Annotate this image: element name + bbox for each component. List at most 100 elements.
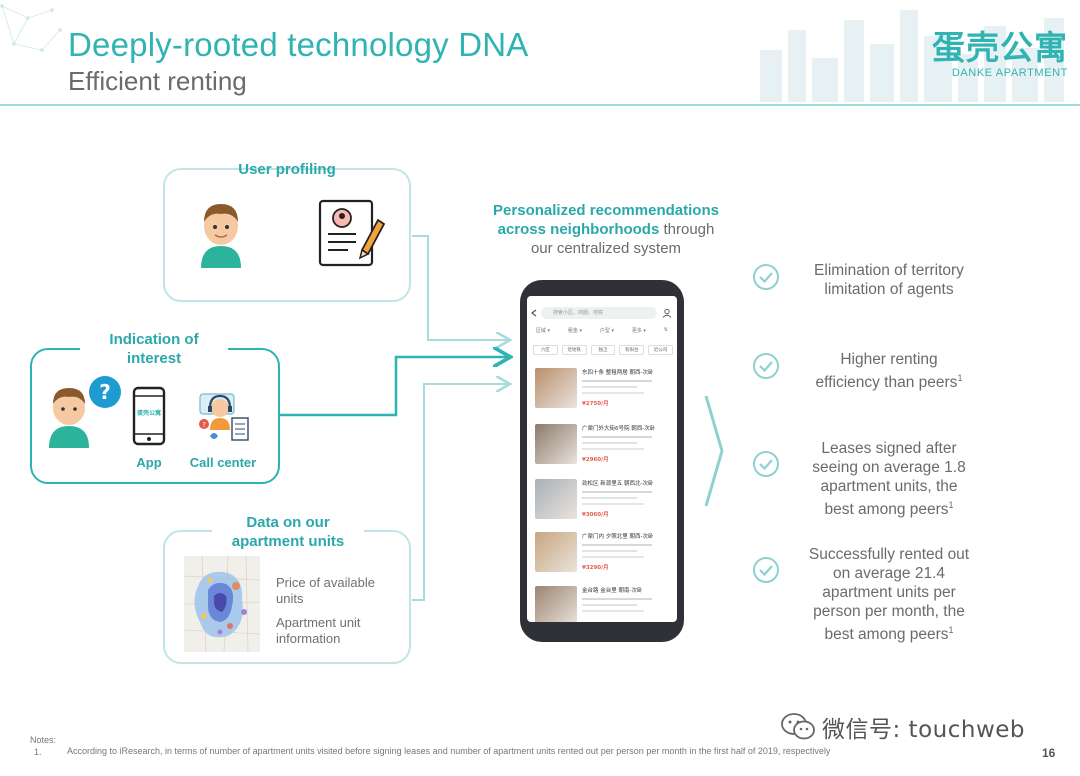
- listing-meta: [582, 434, 674, 452]
- danke-logo: 蛋壳公寓 DANKE APARTMENT: [918, 28, 1068, 80]
- benefit-line: Successfully rented out: [808, 546, 970, 563]
- interest-title-line2: interest: [126, 350, 182, 367]
- listing-search-input[interactable]: 搜索小区、商圈、地铁: [541, 307, 657, 319]
- tag-chip[interactable]: 近公司: [648, 345, 673, 355]
- filter-rent[interactable]: 租金 ▾: [567, 328, 582, 334]
- back-arrow-icon[interactable]: [530, 309, 538, 317]
- page-number: 16: [1042, 746, 1056, 760]
- listing-price: ¥3290/月: [582, 565, 609, 571]
- user-avatar-icon: [201, 204, 241, 268]
- unit-info-line2: information: [276, 631, 341, 646]
- call-center-label: Call center: [189, 455, 257, 470]
- tag-chip[interactable]: 有阳台: [619, 345, 645, 355]
- listing-meta: [582, 596, 674, 614]
- benefit-line: Elimination of territory: [814, 262, 964, 279]
- footnote-marker: 1: [957, 373, 963, 383]
- listing-title: 东四十条 整租两居 朝西-次卧: [582, 370, 654, 376]
- logo-chinese: 蛋壳公寓: [932, 28, 1068, 67]
- svg-text:?: ?: [99, 380, 111, 404]
- benefit-leases: Leases signed after seeing on average 1.…: [790, 439, 988, 519]
- notes-number: 1.: [34, 747, 42, 757]
- benefit-territory: Elimination of territory limitation of a…: [790, 261, 988, 299]
- filter-area[interactable]: 区域 ▾: [535, 328, 551, 334]
- slide-title: Deeply-rooted technology DNA: [68, 26, 529, 63]
- benefit-rented-out: Successfully rented out on average 21.4 …: [790, 545, 988, 644]
- listing-price: ¥2750/月: [582, 401, 609, 407]
- check-circle-icon: [753, 353, 779, 379]
- footnote-marker: 1: [948, 500, 954, 510]
- reco-line2-rest: through: [659, 221, 715, 238]
- listing-photo: [535, 368, 577, 408]
- header-divider: [0, 104, 1080, 106]
- profile-document-icon: [318, 199, 386, 267]
- reco-line1: Personalized recommendations: [493, 202, 719, 219]
- units-data-title: Data on our apartment units: [212, 513, 364, 551]
- smartphone-icon: [132, 386, 166, 446]
- filter-more[interactable]: 更多 ▾: [631, 328, 646, 334]
- listing-title: 广渠门外大街6号院 朝西-次卧: [582, 426, 656, 432]
- network-decoration: [0, 4, 62, 52]
- listing-price: ¥2960/月: [582, 457, 609, 463]
- reco-line3: our centralized system: [530, 240, 682, 257]
- tag-chip[interactable]: 六区: [533, 345, 558, 355]
- listing-photo: [535, 424, 577, 464]
- logo-english: DANKE APARTMENT: [951, 67, 1068, 79]
- listing-photo: [535, 479, 577, 519]
- wechat-watermark: 微信号: touchweb: [780, 710, 1025, 744]
- user-profiling-title: User profiling: [238, 161, 336, 178]
- listing-item[interactable]: 劲松区 新源里五 朝西北-次卧¥3060/月: [531, 479, 675, 527]
- notes-text: According to iResearch, in terms of numb…: [67, 746, 831, 756]
- call-center-icon: ?: [199, 393, 249, 441]
- check-circle-icon: [753, 557, 779, 583]
- benefit-line: best among peers: [824, 501, 949, 519]
- benefit-line: Higher renting: [840, 351, 938, 368]
- slide-subtitle: Efficient renting: [68, 66, 247, 96]
- price-info-line1: Price of available: [276, 575, 375, 590]
- reco-line2-bold: across neighborhoods: [497, 221, 660, 238]
- phone-screen: 搜索小区、商圈、地铁 区域 ▾ 租金 ▾ 户型 ▾ 更多 ▾ ⇅ 六区 近地铁 …: [527, 296, 677, 622]
- price-info-line2: units: [276, 591, 304, 606]
- filter-row: 区域 ▾ 租金 ▾ 户型 ▾ 更多 ▾ ⇅: [527, 327, 677, 337]
- filter-sort[interactable]: ⇅: [663, 327, 668, 333]
- benefit-line: apartment units, the: [820, 478, 958, 495]
- listing-photo: [535, 532, 577, 572]
- unit-info-line1: Apartment unit: [276, 615, 361, 630]
- benefit-line: apartment units per: [822, 584, 956, 601]
- app-logo-text: 蛋壳公寓: [136, 410, 161, 417]
- unit-info-text: Apartment unit information: [276, 615, 406, 647]
- listing-title: 广渠门内 夕照北里 朝西-次卧: [582, 534, 654, 540]
- benefit-line: limitation of agents: [824, 281, 954, 298]
- units-data-title-line1: Data on our: [246, 514, 330, 531]
- benefit-efficiency: Higher renting efficiency than peers1: [790, 350, 988, 392]
- listing-meta: [582, 489, 674, 507]
- benefit-line: seeing on average 1.8: [812, 459, 966, 476]
- benefit-line: efficiency than peers: [815, 374, 958, 392]
- tag-chip[interactable]: 近地铁: [561, 345, 587, 355]
- filter-layout[interactable]: 户型 ▾: [599, 328, 614, 334]
- listing-item[interactable]: 广渠门内 夕照北里 朝西-次卧 ¥3290/月: [531, 532, 675, 580]
- listing-item[interactable]: 东四十条 整租两居 朝西-次卧 ¥2750/月: [531, 368, 675, 416]
- tag-row: 六区 近地铁 独卫 有阳台 近公司: [533, 345, 673, 355]
- watermark-text: 微信号: touchweb: [822, 717, 1026, 743]
- phone-mockup: 搜索小区、商圈、地铁 区域 ▾ 租金 ▾ 户型 ▾ 更多 ▾ ⇅ 六区 近地铁 …: [520, 280, 684, 642]
- interest-title-line1: Indication of: [109, 331, 199, 348]
- benefit-line: on average 21.4: [832, 565, 946, 582]
- tag-chip[interactable]: 独卫: [590, 345, 616, 355]
- listing-photo: [535, 586, 577, 622]
- profile-icon[interactable]: [662, 308, 672, 318]
- heat-map-icon: [184, 556, 260, 652]
- check-circle-icon: [753, 451, 779, 477]
- listing-item[interactable]: 广渠门外大街6号院 朝西-次卧 ¥2960/月: [531, 424, 675, 472]
- svg-text:?: ?: [202, 421, 206, 429]
- benefit-line: person per month, the: [813, 603, 965, 620]
- notes-label: Notes:: [30, 735, 57, 745]
- interest-title: Indication of interest: [80, 330, 228, 368]
- listing-item[interactable]: 金台路 金台里 朝南-次卧: [531, 586, 675, 622]
- listing-title: 金台路 金台里 朝南-次卧: [582, 588, 643, 594]
- app-label: App: [136, 455, 162, 470]
- units-data-title-line2: apartment units: [231, 533, 345, 550]
- listing-meta: [582, 542, 674, 560]
- check-circle-icon: [753, 264, 779, 290]
- curious-user-icon: ?: [49, 376, 121, 448]
